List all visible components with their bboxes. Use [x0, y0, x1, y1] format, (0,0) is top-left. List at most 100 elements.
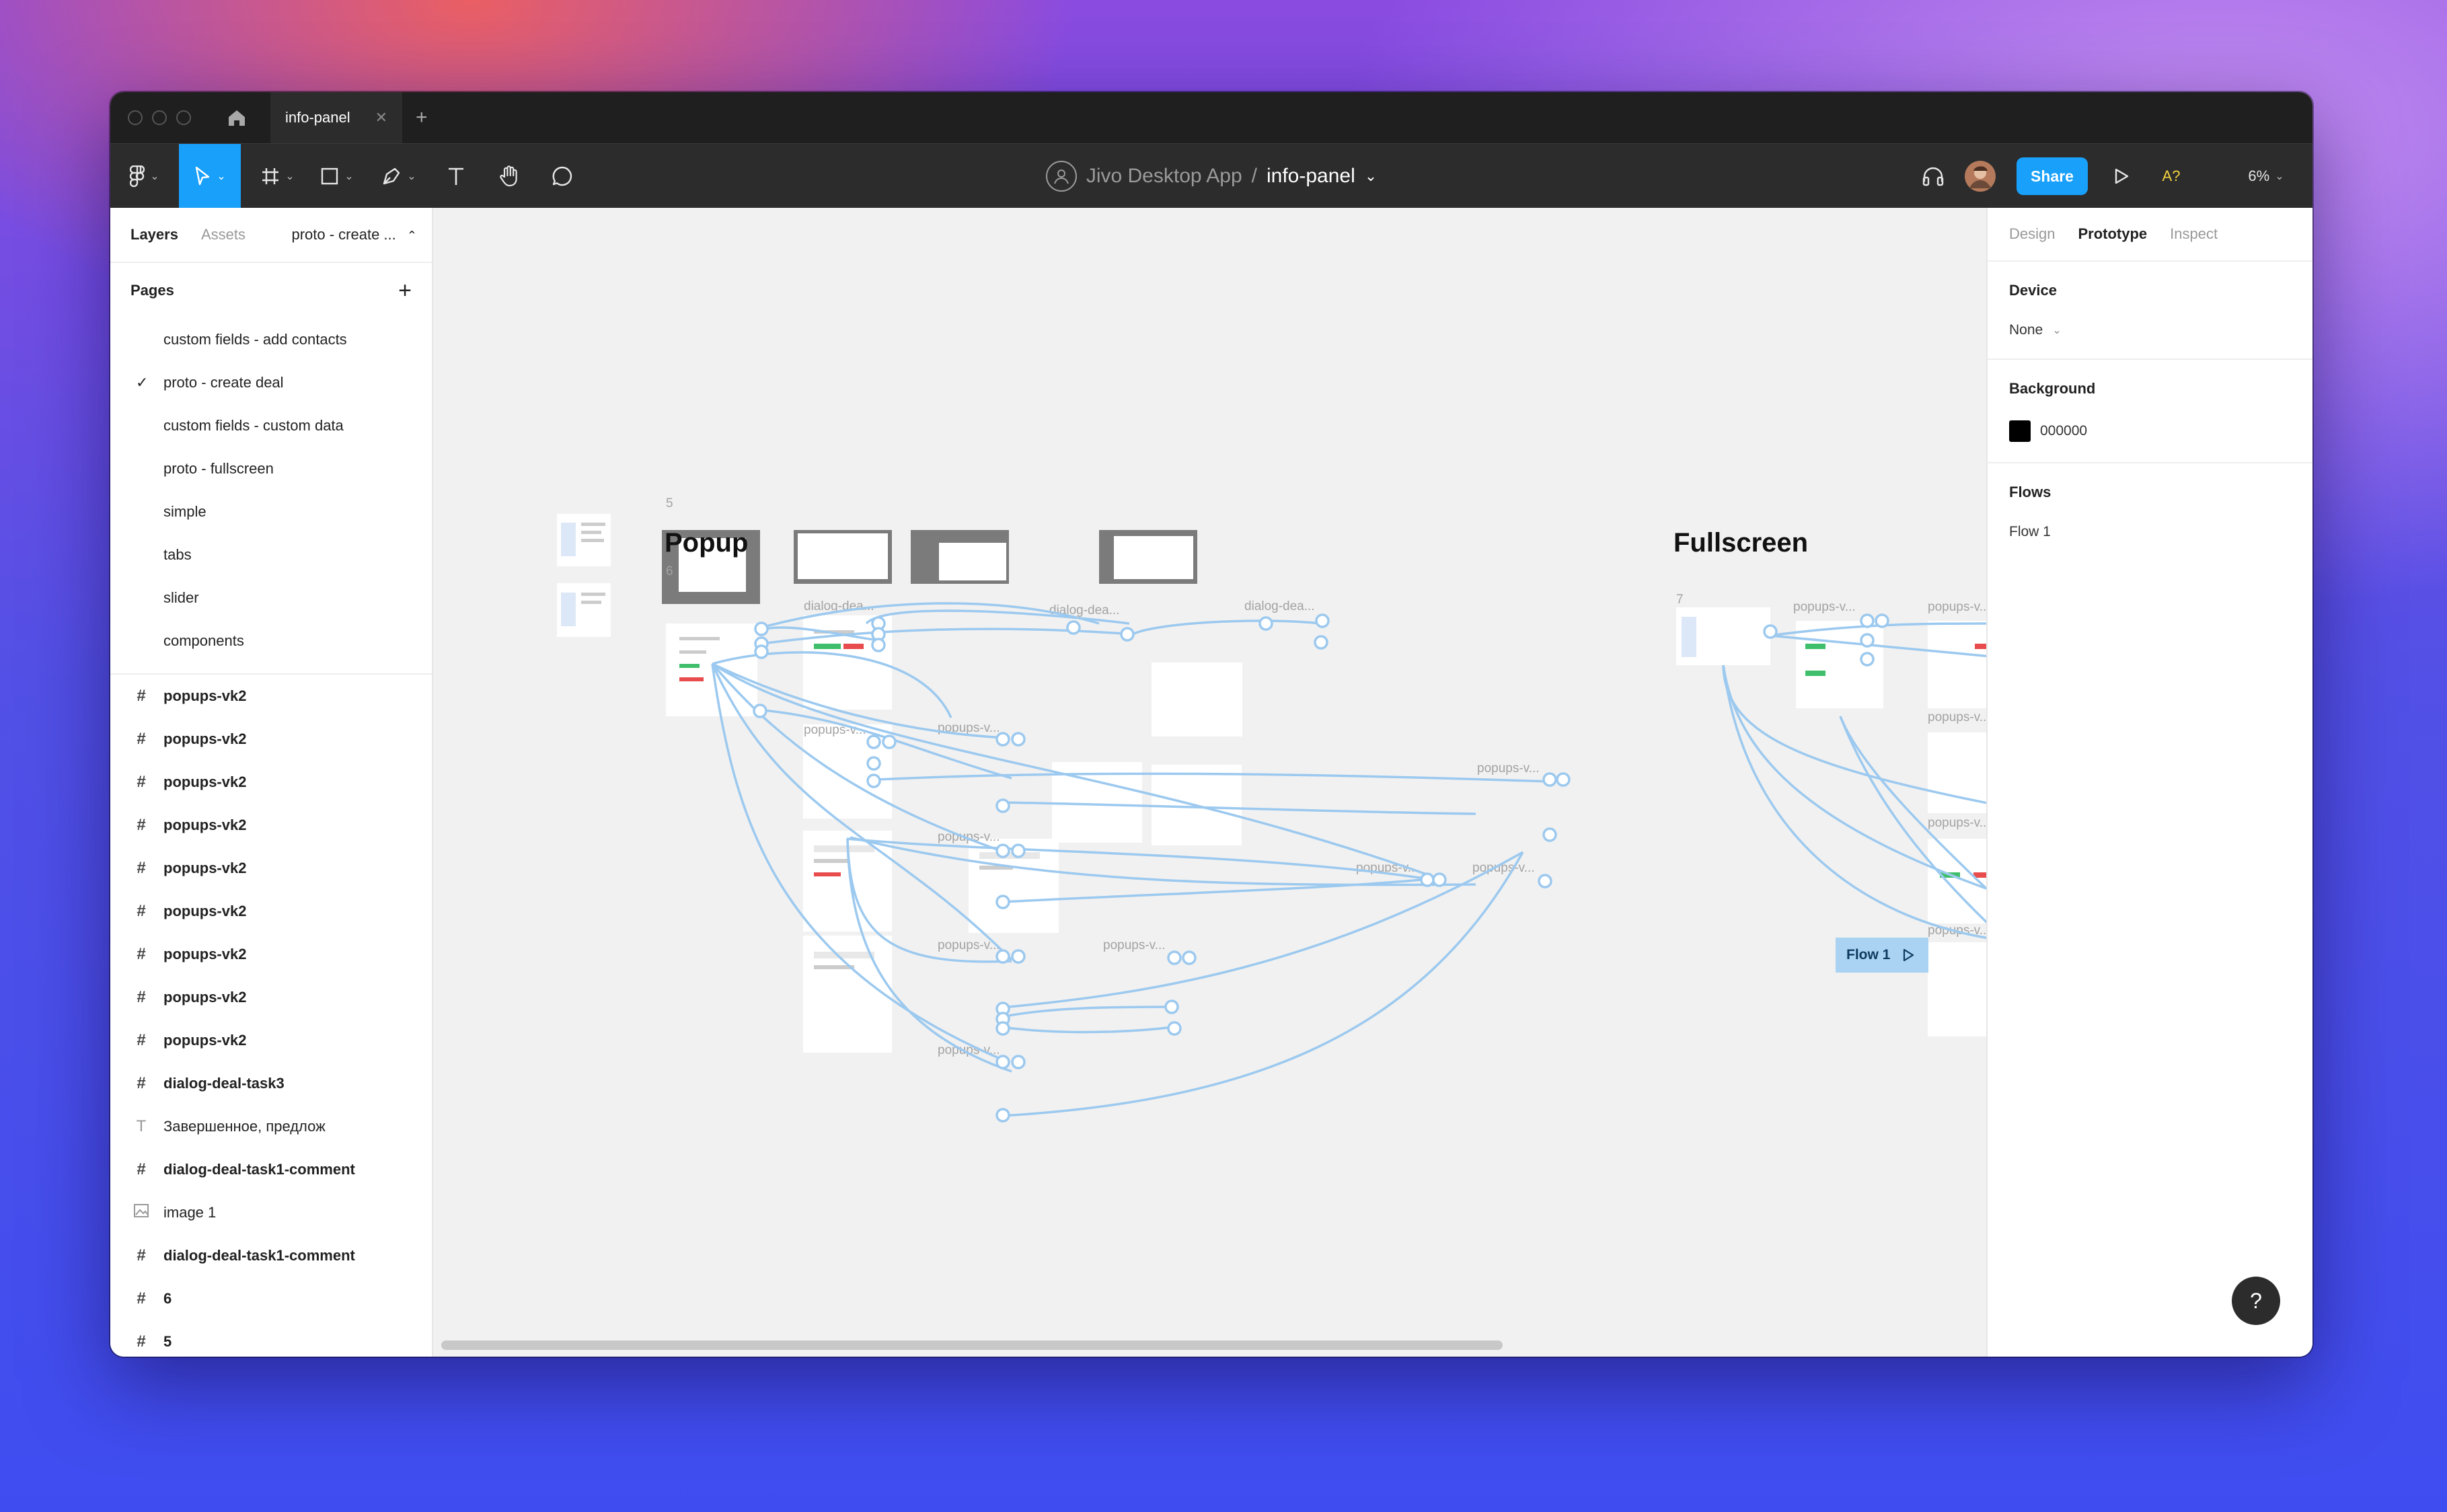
background-color-field[interactable]: 000000 [2009, 420, 2291, 442]
text-tool-button[interactable] [437, 144, 475, 209]
canvas[interactable]: 5 6 7 dialog-dea... dialog-dea... dialog… [433, 208, 1986, 1357]
tab-layers[interactable]: Layers [130, 226, 178, 243]
page-item-label: custom fields - add contacts [163, 331, 347, 348]
layer-item-label: 6 [163, 1290, 172, 1307]
frame-icon: # [137, 1332, 146, 1351]
popup-frames [557, 514, 1242, 1053]
frame-label: dialog-dea... [1049, 603, 1120, 617]
zoom-menu[interactable]: 6% ⌄ [2236, 144, 2296, 209]
layer-item[interactable]: #6 [110, 1277, 432, 1320]
layer-item[interactable]: #popups-vk2 [110, 718, 432, 761]
frame-label: popups-v... [938, 721, 1000, 735]
maximize-window-button[interactable] [176, 110, 191, 125]
layer-item[interactable]: image 1 [110, 1191, 432, 1234]
layer-item[interactable]: #popups-vk2 [110, 976, 432, 1019]
project-name[interactable]: Jivo Desktop App [1086, 165, 1242, 187]
chevron-down-icon[interactable]: ⌄ [1364, 167, 1378, 184]
frame-thumbnail[interactable] [1928, 942, 1986, 1036]
frame-label: popups-v... [1928, 710, 1986, 724]
layer-item[interactable]: #dialog-deal-task3 [110, 1062, 432, 1105]
cursor-icon [196, 166, 210, 186]
new-tab-button[interactable]: + [416, 106, 428, 128]
num-label: 5 [666, 496, 673, 511]
device-section: Device None ⌄ [1988, 262, 2312, 360]
layer-item[interactable]: #5 [110, 1320, 432, 1357]
horizontal-scrollbar[interactable] [441, 1340, 1503, 1350]
device-select[interactable]: None ⌄ [2009, 322, 2291, 338]
frame-icon: # [137, 1074, 146, 1092]
frame-thumbnail[interactable] [1928, 621, 1986, 708]
page-item[interactable]: slider [110, 576, 432, 619]
page-selector[interactable]: proto - create ... ⌃ [291, 226, 417, 243]
page-item-label: custom fields - custom data [163, 417, 344, 434]
page-item-label: simple [163, 503, 206, 520]
file-tab[interactable]: info-panel ✕ [270, 92, 402, 143]
right-panel: Design Prototype Inspect Device None ⌄ B… [1986, 208, 2312, 1357]
help-button[interactable]: ? [2232, 1277, 2280, 1325]
num-label: 6 [666, 564, 673, 578]
page-item[interactable]: ✓proto - create deal [110, 361, 432, 404]
layer-item-label: popups-vk2 [163, 773, 247, 790]
section-title-fullscreen[interactable]: Fullscreen [1673, 528, 1809, 558]
share-button[interactable]: Share [2017, 157, 2088, 195]
frame-thumbnail[interactable] [1152, 663, 1242, 736]
pages-header: Pages + [110, 262, 432, 318]
layer-item[interactable]: #dialog-deal-task1-comment [110, 1234, 432, 1277]
layer-item[interactable]: #popups-vk2 [110, 804, 432, 847]
close-tab-icon[interactable]: ✕ [375, 109, 387, 126]
page-item[interactable]: tabs [110, 533, 432, 576]
tab-design[interactable]: Design [2009, 225, 2056, 242]
audio-headphones-icon[interactable] [1913, 144, 1953, 209]
home-icon[interactable] [215, 100, 258, 136]
layer-item[interactable]: #popups-vk2 [110, 933, 432, 976]
layer-item[interactable]: #popups-vk2 [110, 761, 432, 804]
page-item-label: slider [163, 589, 199, 606]
frame-thumbnail[interactable] [1928, 839, 1986, 923]
page-item[interactable]: custom fields - add contacts [110, 318, 432, 361]
hand-tool-button[interactable] [490, 144, 527, 209]
title-bar: info-panel ✕ + [110, 92, 2312, 143]
frame-icon [262, 168, 279, 184]
accessibility-check-button[interactable]: A? [2162, 167, 2181, 184]
tab-assets[interactable]: Assets [200, 226, 246, 243]
section-title-popup[interactable]: Popup [665, 528, 749, 558]
layer-item[interactable]: #popups-vk2 [110, 890, 432, 933]
rectangle-icon [322, 167, 338, 185]
comment-tool-button[interactable] [543, 144, 581, 209]
flow-item[interactable]: Flow 1 [2009, 524, 2051, 539]
move-tool-button[interactable]: ⌄ [179, 144, 241, 209]
page-item[interactable]: custom fields - custom data [110, 404, 432, 447]
chevron-down-icon: ⌄ [344, 171, 354, 182]
close-window-button[interactable] [128, 110, 143, 125]
user-avatar[interactable] [1961, 144, 1999, 209]
add-page-icon[interactable]: + [398, 277, 412, 303]
page-item-label: proto - create deal [163, 374, 284, 391]
shape-tool-button[interactable]: ⌄ [312, 144, 362, 209]
frame-label: popups-v... [1928, 816, 1986, 830]
tab-prototype[interactable]: Prototype [2078, 225, 2148, 242]
device-title: Device [2009, 282, 2057, 299]
tab-inspect[interactable]: Inspect [2170, 225, 2218, 242]
layer-item[interactable]: #popups-vk2 [110, 1019, 432, 1062]
page-item[interactable]: proto - fullscreen [110, 447, 432, 490]
flow-start-tag[interactable]: Flow 1 [1836, 938, 1928, 973]
color-swatch[interactable] [2009, 420, 2031, 442]
main-menu-button[interactable]: ⌄ [122, 144, 167, 209]
pages-title: Pages [130, 282, 174, 299]
layer-item[interactable]: #popups-vk2 [110, 675, 432, 718]
minimize-window-button[interactable] [152, 110, 167, 125]
chevron-down-icon: ⌄ [2052, 325, 2062, 336]
chevron-up-icon: ⌃ [406, 229, 417, 242]
layer-item[interactable]: #dialog-deal-task1-comment [110, 1148, 432, 1191]
layer-item-label: dialog-deal-task1-comment [163, 1247, 355, 1264]
page-item[interactable]: components [110, 619, 432, 663]
file-name[interactable]: info-panel [1266, 165, 1355, 187]
pen-tool-button[interactable]: ⌄ [374, 144, 424, 209]
layer-item[interactable]: #popups-vk2 [110, 847, 432, 890]
app-window: info-panel ✕ + ⌄ ⌄ ⌄ ⌄ ⌄ [110, 92, 2312, 1357]
page-item[interactable]: simple [110, 490, 432, 533]
frame-tool-button[interactable]: ⌄ [253, 144, 303, 209]
frame-icon: # [137, 945, 146, 963]
present-button[interactable] [2101, 144, 2142, 209]
